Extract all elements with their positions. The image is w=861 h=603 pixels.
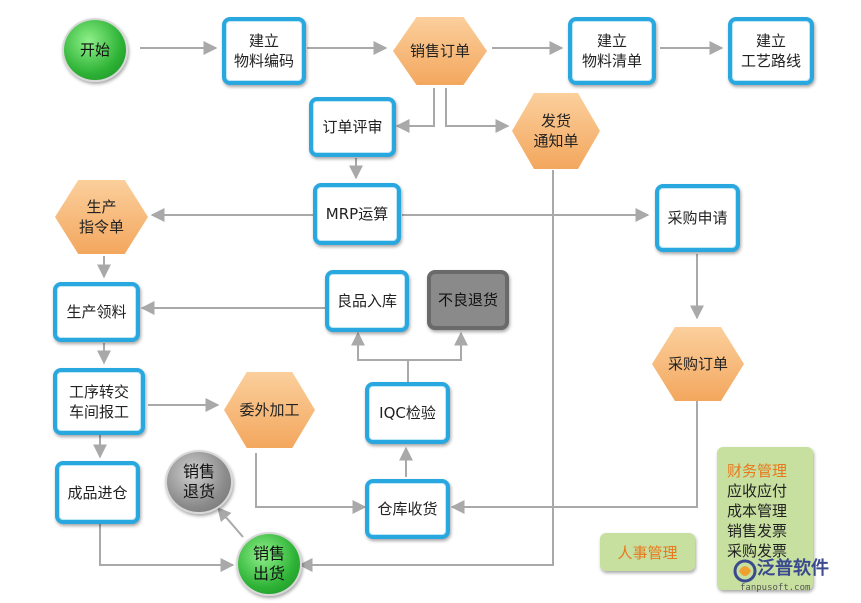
logo-name: 泛普软件: [757, 558, 829, 579]
sales-shipping-node[interactable]: 销售 出货: [236, 532, 302, 596]
finished-goods-in-node[interactable]: 成品进仓: [55, 461, 140, 524]
process-transfer-node[interactable]: 工序转交 车间报工: [53, 368, 145, 435]
mrp-node[interactable]: MRP运算: [313, 183, 401, 245]
arrow-delivery-notice-to-shipping: [298, 170, 554, 572]
hr-management-panel[interactable]: 人事管理: [600, 533, 695, 571]
arrow-outsourcing-to-warehouse: [255, 453, 367, 514]
delivery-notice-node[interactable]: 发货 通知单: [512, 93, 600, 169]
iqc-node[interactable]: IQC检验: [365, 382, 450, 444]
finance-item-sales-invoice: 销售发票: [727, 522, 788, 540]
create-bom-node[interactable]: 建立 物料清单: [568, 17, 656, 85]
arrow-sales-order-to-review: [395, 88, 435, 133]
arrow-iqc-to-good-stock: [351, 331, 409, 382]
arrow-shipping-to-return: [217, 506, 244, 538]
arrow-finished-to-shipping: [99, 524, 235, 572]
finance-management-panel[interactable]: 财务管理 应收应付 成本管理 销售发票 采购发票: [717, 447, 813, 590]
production-picking-node[interactable]: 生产领料: [53, 282, 140, 342]
finance-title: 财务管理: [727, 462, 788, 480]
good-stock-in-node[interactable]: 良品入库: [325, 270, 409, 332]
arrow-iqc-to-defect-return: [408, 331, 468, 361]
logo-url: fanpusoft.com: [740, 583, 811, 593]
start-node[interactable]: 开始: [62, 18, 128, 82]
fanpu-logo-icon: [733, 559, 757, 583]
sales-return-node[interactable]: 销售 退货: [165, 450, 233, 514]
arrow-sales-order-to-delivery-notice: [445, 88, 510, 133]
arrow-purchase-order-to-warehouse: [450, 400, 698, 514]
finance-item-cost: 成本管理: [727, 502, 788, 520]
finance-item-receivable-payable: 应收应付: [727, 482, 788, 500]
create-material-code-node[interactable]: 建立 物料编码: [222, 17, 306, 85]
order-review-node[interactable]: 订单评审: [309, 97, 396, 157]
defect-return-node[interactable]: 不良退货: [427, 270, 509, 330]
finance-item-purchase-invoice: 采购发票: [727, 542, 788, 560]
purchase-request-node[interactable]: 采购申请: [655, 184, 740, 252]
warehouse-receiving-node[interactable]: 仓库收货: [365, 479, 450, 539]
create-routing-node[interactable]: 建立 工艺路线: [728, 17, 814, 85]
